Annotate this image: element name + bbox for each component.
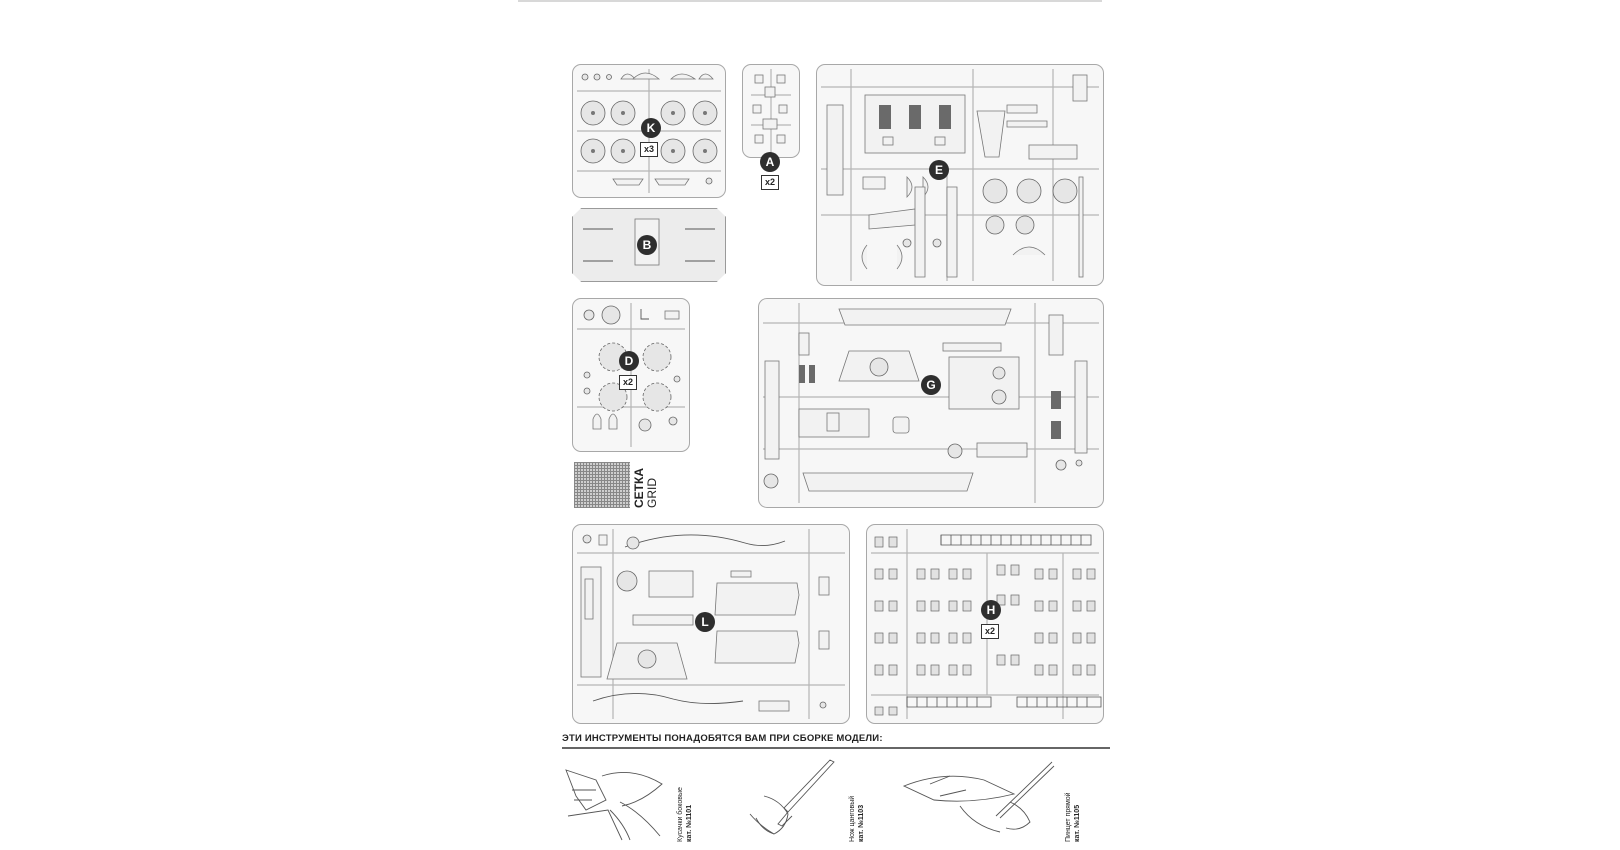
sprue-e-badge: E (929, 160, 949, 180)
sprue-k-badge: K (641, 118, 661, 138)
hobby-knife-icon (749, 759, 835, 835)
grid-mesh-swatch (574, 462, 630, 508)
sprue-l-badge: L (695, 612, 715, 632)
sprue-d-badge: D (619, 351, 639, 371)
sprue-a-multiplier: x2 (761, 175, 779, 190)
sprue-l-parts (577, 529, 845, 719)
tweezers-icon (902, 761, 1055, 833)
sprue-k: K x3 (572, 64, 726, 198)
sprue-h-parts (871, 529, 1102, 719)
sprue-k-multiplier: x3 (640, 142, 658, 157)
tool-side-cutters: Кусачки боковые кат. №1101 (562, 756, 732, 846)
sprue-b-badge: B (637, 235, 657, 255)
sprue-a-badge: A (760, 152, 780, 172)
tool-side-cutters-catalog: кат. №1101 (686, 804, 693, 842)
sprue-g-badge: G (921, 375, 941, 395)
grid-label-en: GRID (645, 478, 659, 508)
tool-hobby-knife-name: Нож цанговый (849, 795, 856, 842)
sprue-h-multiplier: x2 (981, 624, 999, 639)
sprue-g-parts (763, 303, 1099, 503)
sprue-d: D x2 (572, 298, 690, 452)
sprue-k-parts (577, 69, 721, 193)
sprue-e: E (816, 64, 1104, 286)
tools-rule (562, 747, 1110, 749)
sprue-d-parts (577, 303, 685, 447)
sprue-e-parts (821, 69, 1099, 281)
tool-tweezers-catalog: кат. №1105 (1074, 804, 1081, 842)
sprue-b: B (572, 208, 726, 282)
sprue-a-parts (751, 69, 791, 153)
tool-side-cutters-label: Кусачки боковые кат. №1101 (676, 787, 694, 842)
tool-hobby-knife-label: Нож цанговый кат. №1103 (848, 796, 866, 842)
sprue-g: G (758, 298, 1104, 508)
sprue-d-multiplier: x2 (619, 375, 637, 390)
sprue-h: H x2 (866, 524, 1104, 724)
tool-tweezers-label: Пинцет прямой кат. №1105 (1064, 792, 1082, 842)
tool-tweezers: Пинцет прямой кат. №1105 (900, 756, 1110, 846)
tool-tweezers-name: Пинцет прямой (1065, 792, 1072, 842)
grid-label: СЕТКА GRID (632, 468, 665, 508)
sprue-l: L (572, 524, 850, 724)
tool-hobby-knife-catalog: кат. №1103 (858, 804, 865, 842)
tool-side-cutters-name: Кусачки боковые (677, 787, 684, 842)
tool-hobby-knife: Нож цанговый кат. №1103 (744, 756, 894, 846)
tools-heading: ЭТИ ИНСТРУМЕНТЫ ПОНАДОБЯТСЯ ВАМ ПРИ СБОР… (562, 733, 883, 744)
sprue-h-badge: H (981, 600, 1001, 620)
side-cutters-icon (565, 769, 663, 841)
top-rule (518, 0, 1102, 2)
sprue-a (742, 64, 800, 158)
